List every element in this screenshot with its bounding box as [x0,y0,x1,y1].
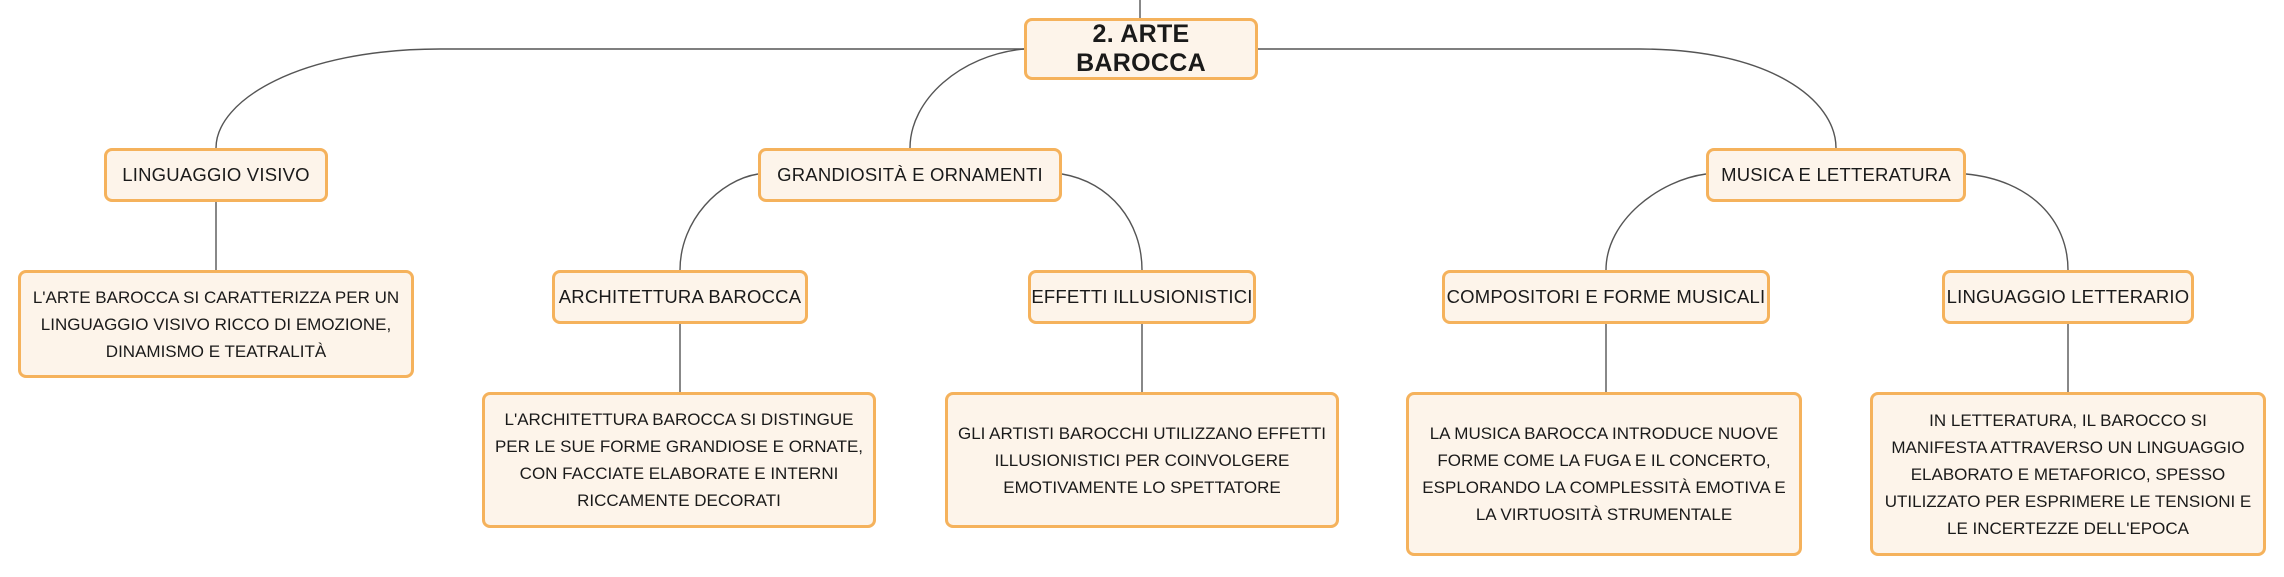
connector-root-linguaggio-visivo [215,48,1024,149]
child-label: EFFETTI ILLUSIONISTICI [1031,286,1253,307]
branch-label: GRANDIOSITÀ E ORNAMENTI [777,164,1043,185]
child-compositori-forme-musicali[interactable]: COMPOSITORI E FORME MUSICALI [1442,270,1770,324]
desc-compositori-forme-musicali[interactable]: LA MUSICA BAROCCA INTRODUCE NUOVE FORME … [1406,392,1802,556]
desc-linguaggio-letterario[interactable]: IN LETTERATURA, IL BAROCCO SI MANIFESTA … [1870,392,2266,556]
desc-effetti-illusionistici[interactable]: GLI ARTISTI BAROCCHI UTILIZZANO EFFETTI … [945,392,1339,528]
description-text: LA MUSICA BAROCCA INTRODUCE NUOVE FORME … [1422,424,1786,524]
connector-musica-compositori [1605,173,1707,271]
root-node[interactable]: 2. ARTE BAROCCA [1024,18,1258,80]
branch-label: MUSICA E LETTERATURA [1721,164,1951,185]
connector-grandiosita-architettura [679,173,759,271]
desc-architettura-barocca[interactable]: L'ARCHITETTURA BAROCCA SI DISTINGUE PER … [482,392,876,528]
branch-linguaggio-visivo[interactable]: LINGUAGGIO VISIVO [104,148,328,202]
branch-grandiosita-ornamenti[interactable]: GRANDIOSITÀ E ORNAMENTI [758,148,1062,202]
child-effetti-illusionistici[interactable]: EFFETTI ILLUSIONISTICI [1028,270,1256,324]
connector-root-musica [1258,48,1837,149]
child-linguaggio-letterario[interactable]: LINGUAGGIO LETTERARIO [1942,270,2194,324]
child-label: COMPOSITORI E FORME MUSICALI [1446,286,1766,307]
branch-musica-letteratura[interactable]: MUSICA E LETTERATURA [1706,148,1966,202]
description-text: IN LETTERATURA, IL BAROCCO SI MANIFESTA … [1884,410,2252,538]
child-label: LINGUAGGIO LETTERARIO [1946,286,2190,307]
connector-musica-linguaggio-letterario [1965,173,2069,271]
description-text: L'ARTE BAROCCA SI CARATTERIZZA PER UN LI… [32,287,400,361]
desc-linguaggio-visivo[interactable]: L'ARTE BAROCCA SI CARATTERIZZA PER UN LI… [18,270,414,378]
branch-label: LINGUAGGIO VISIVO [122,164,310,185]
root-label: 2. ARTE BAROCCA [1076,20,1206,77]
child-label: ARCHITETTURA BAROCCA [558,286,802,307]
connector-root-grandiosita [909,48,1025,149]
description-text: GLI ARTISTI BAROCCHI UTILIZZANO EFFETTI … [957,423,1327,497]
connector-grandiosita-effetti [1061,173,1143,271]
child-architettura-barocca[interactable]: ARCHITETTURA BAROCCA [552,270,808,324]
description-text: L'ARCHITETTURA BAROCCA SI DISTINGUE PER … [494,410,864,510]
